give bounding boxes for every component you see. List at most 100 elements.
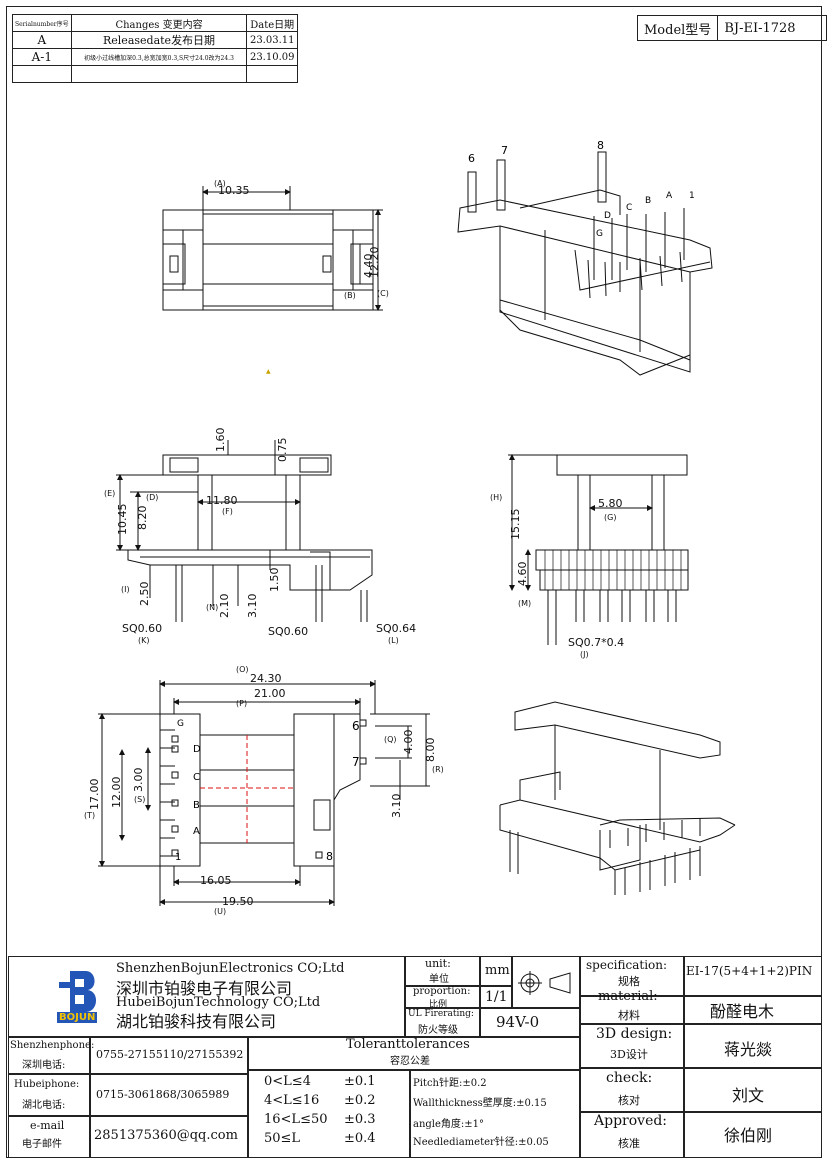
iso-pin-d-label: D [604, 211, 611, 221]
revision-row: A Releasedate发布日期 23.03.11 [12, 31, 298, 49]
spec-label-cn: 规格 [618, 975, 640, 988]
tolerance-note: Pitch针距:±0.2 [413, 1078, 487, 1089]
iso-pin-8-label: 8 [597, 139, 604, 152]
dim-i: 2.50 [138, 582, 151, 607]
tolerance-range: 4<L≤16 [264, 1093, 320, 1108]
company-cn-2: 湖北铂骏科技有限公司 [116, 1012, 277, 1031]
pin-label-a: A [193, 826, 200, 837]
iso-pin-labels-top: 6 7 8 D C B A 1 G [468, 139, 695, 239]
dim-p: 21.00 [254, 687, 286, 700]
tolerance-note: Needlediameter针径:±0.05 [413, 1137, 549, 1148]
dim-q: 4.00 [402, 730, 415, 755]
dim-e: 10.45 [116, 504, 129, 536]
sz-phone-label-cell [8, 1037, 90, 1074]
proportion-value: 1/1 [485, 989, 508, 1005]
material-label: material: [598, 989, 658, 1004]
unit-label: unit: [425, 957, 451, 970]
email-label-cell [8, 1116, 90, 1158]
iso-view-top [457, 151, 713, 376]
dim-s-tag: (S) [134, 795, 145, 804]
projection-symbol-icon [518, 971, 571, 995]
top-view-labels: (A) 10.35 4.40 (B) 12.20 (C) [214, 179, 389, 300]
dim-f: 11.80 [206, 494, 238, 507]
dim-d-tag: (D) [146, 493, 158, 502]
email-label: e-mail [30, 1119, 65, 1132]
unit-value-cell [480, 956, 512, 986]
unit-label-cn: 单位 [429, 974, 449, 985]
tolerance-title-cell [248, 1037, 580, 1070]
bottom-view [98, 680, 430, 906]
check-value: 刘文 [732, 1086, 765, 1105]
unit-value: mm [485, 963, 510, 978]
spec-label: specification: [586, 958, 668, 972]
sz-phone-cell [90, 1037, 248, 1074]
tolerance-range: 50≤L [264, 1131, 301, 1146]
company-en-1: ShenzhenBojunElectronics CO;Ltd [116, 961, 345, 976]
iso-pin-1-label: 1 [689, 191, 695, 201]
dim-r-tag: (R) [432, 765, 444, 774]
dim-16-05: 16.05 [200, 874, 232, 887]
model-label: Model型号 [636, 15, 719, 41]
sz-phone: 0755-27155110/27155392 [96, 1048, 244, 1061]
dim-m: 4.60 [516, 562, 529, 587]
revision-serial: A-1 [12, 48, 72, 66]
design-label-cn: 3D设计 [610, 1048, 648, 1061]
dim-d: 8.20 [136, 506, 149, 531]
dim-12-00: 12.00 [110, 777, 123, 809]
dim-a: 10.35 [218, 184, 250, 197]
dim-c-tag: (C) [377, 289, 389, 298]
dim-1-60: 1.60 [214, 428, 227, 453]
proportion-label: proportion: [413, 986, 471, 997]
tolerance-note: angle角度:±1° [413, 1119, 485, 1130]
bottom-view-center-lines [200, 735, 294, 843]
model-value: BJ-EI-1728 [717, 15, 828, 41]
dim-3-10b: 3.10 [390, 794, 403, 819]
design-label: 3D design: [596, 1026, 673, 1042]
check-label-cell [580, 1068, 684, 1112]
fire-label-cn: 防火等级 [418, 1025, 458, 1036]
sz-phone-label: Shenzhenphone: [10, 1040, 95, 1051]
tolerance-table [248, 1070, 410, 1158]
dim-u: 19.50 [222, 895, 254, 908]
iso-pin-7-label: 7 [501, 144, 508, 157]
front-view-labels: 1.60 0.75 (E) 10.45 (D) 8.20 11.80 (F) (… [104, 428, 416, 646]
proportion-label-cn: 比例 [429, 1000, 448, 1010]
dim-t-tag: (T) [84, 811, 95, 820]
tolerance-range: 16<L≤50 [264, 1112, 328, 1127]
front-view [116, 440, 373, 622]
dim-sq060: SQ0.60 [268, 625, 308, 638]
dim-k: SQ0.60 [122, 622, 162, 635]
bottom-view-labels: (O) 24.30 (P) 21.00 17.00 (T) 12.00 3.00… [84, 665, 444, 916]
material-label-cn: 材料 [618, 1009, 640, 1022]
dim-c: 12.20 [368, 247, 381, 279]
hb-phone-cell [90, 1074, 248, 1116]
dim-r: 8.00 [424, 738, 437, 763]
company-en-2: HubeiBojunTechnology CO;Ltd [116, 995, 321, 1010]
dim-3-10: 3.10 [246, 594, 259, 619]
email-label-cn: 电子邮件 [22, 1139, 62, 1150]
material-value: 酚醛电木 [710, 1002, 775, 1021]
iso-pin-c-label: C [626, 203, 632, 213]
dim-p-tag: (P) [236, 699, 247, 708]
dim-n-tag: (N) [206, 603, 218, 612]
approved-label: Approved: [594, 1113, 668, 1129]
pin-label-b: B [193, 800, 200, 811]
dim-u-tag: (U) [214, 907, 226, 916]
tolerance-value: ±0.1 [344, 1074, 376, 1089]
hb-phone: 0715-3061868/3065989 [96, 1088, 230, 1101]
drawing-canvas: (A) 10.35 4.40 (B) 12.20 (C) 6 7 8 D C B… [84, 139, 736, 916]
fire-label: UL Firerating: [408, 1009, 474, 1019]
dim-h-tag: (H) [490, 493, 502, 502]
proportion-label-cell [405, 986, 480, 1008]
pin-label-6: 6 [352, 719, 360, 733]
email-cell [90, 1116, 248, 1158]
pin-label-1: 1 [175, 852, 181, 863]
approved-value: 徐伯刚 [724, 1126, 773, 1145]
dim-e-tag: (E) [104, 489, 115, 498]
projection-symbol-cell [512, 956, 580, 1008]
hb-phone-label-cell [8, 1074, 90, 1116]
dim-g: 5.80 [598, 497, 623, 510]
design-label-cell [580, 1024, 684, 1068]
company-cell [8, 956, 405, 1037]
dim-o-tag: (O) [236, 665, 249, 674]
